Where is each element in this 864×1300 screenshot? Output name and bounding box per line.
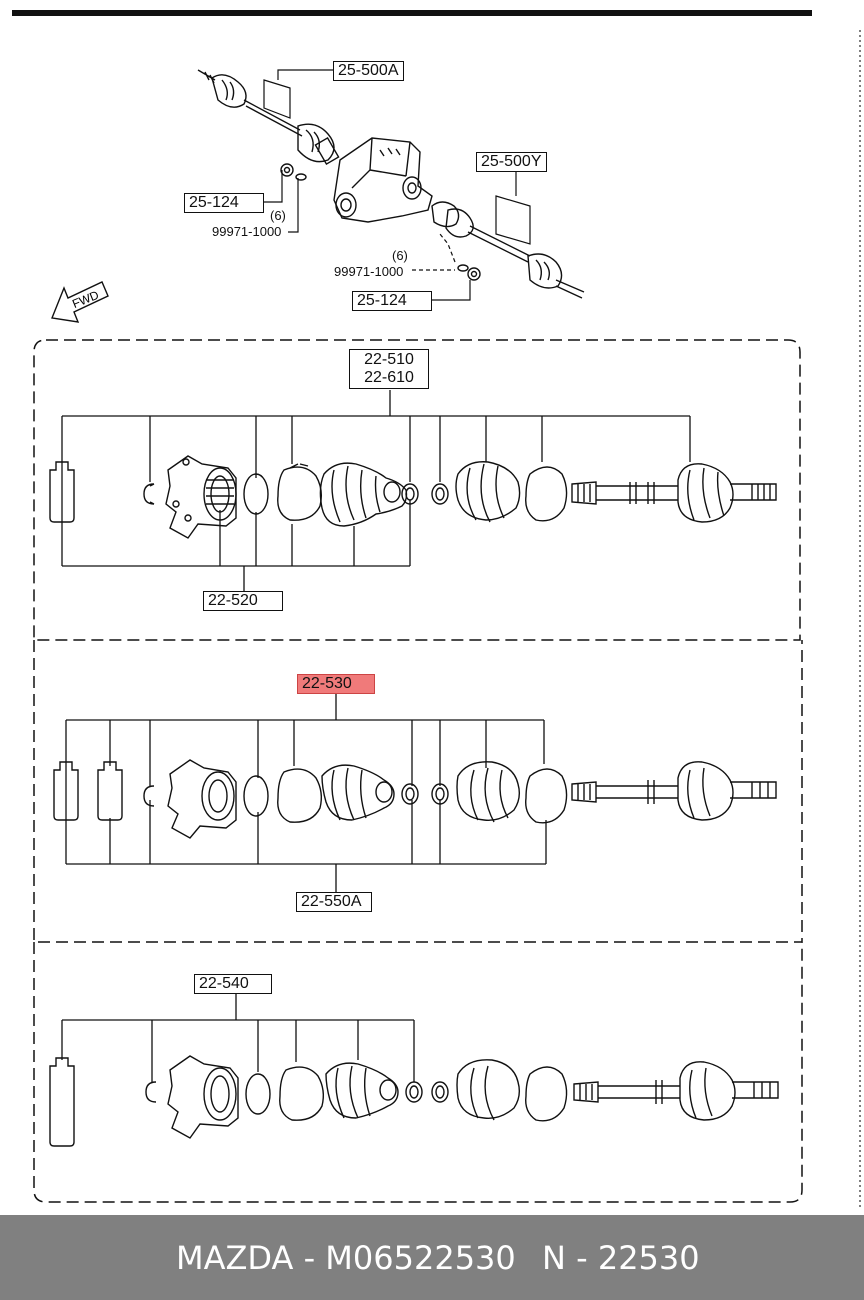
section3-parts <box>49 1055 779 1147</box>
section2-brackets <box>65 694 547 892</box>
label-22-530-highlighted: 22-530 <box>297 674 375 694</box>
footer-bar: MAZDA - M06522530 N - 22530 <box>0 1215 864 1300</box>
qty-right: (6) <box>392 248 408 263</box>
label-25-500y: 25-500Y <box>476 152 547 172</box>
section1-brackets <box>61 390 691 592</box>
part-99971-right: 99971-1000 <box>334 264 404 279</box>
label-25-124-left: 25-124 <box>184 193 264 213</box>
label-25-124-right: 25-124 <box>352 291 432 311</box>
top-leaders <box>262 69 531 301</box>
fwd-text: FWD <box>70 288 101 311</box>
fwd-arrow-icon <box>51 281 109 323</box>
label-22-510: 22-510 <box>364 351 414 368</box>
section3-brackets <box>61 994 415 1082</box>
label-22-520: 22-520 <box>203 591 283 611</box>
label-22-510-610: 22-510 22-610 <box>349 349 429 389</box>
qty-left: (6) <box>270 208 286 223</box>
label-22-550a: 22-550A <box>296 892 372 912</box>
top-rule <box>12 10 812 16</box>
footer-brand-part: MAZDA - M06522530 <box>176 1239 516 1277</box>
label-22-540: 22-540 <box>194 974 272 994</box>
part-99971-left: 99971-1000 <box>212 224 282 239</box>
label-25-500a: 25-500A <box>333 61 404 81</box>
differential-assembly <box>197 69 585 299</box>
section-borders <box>33 339 803 1203</box>
parts-diagram: FWD <box>12 10 861 1210</box>
footer-ref: N - 22530 <box>542 1239 700 1277</box>
label-22-610: 22-610 <box>364 369 414 386</box>
section2-parts <box>53 759 777 839</box>
section1-parts <box>49 455 777 539</box>
